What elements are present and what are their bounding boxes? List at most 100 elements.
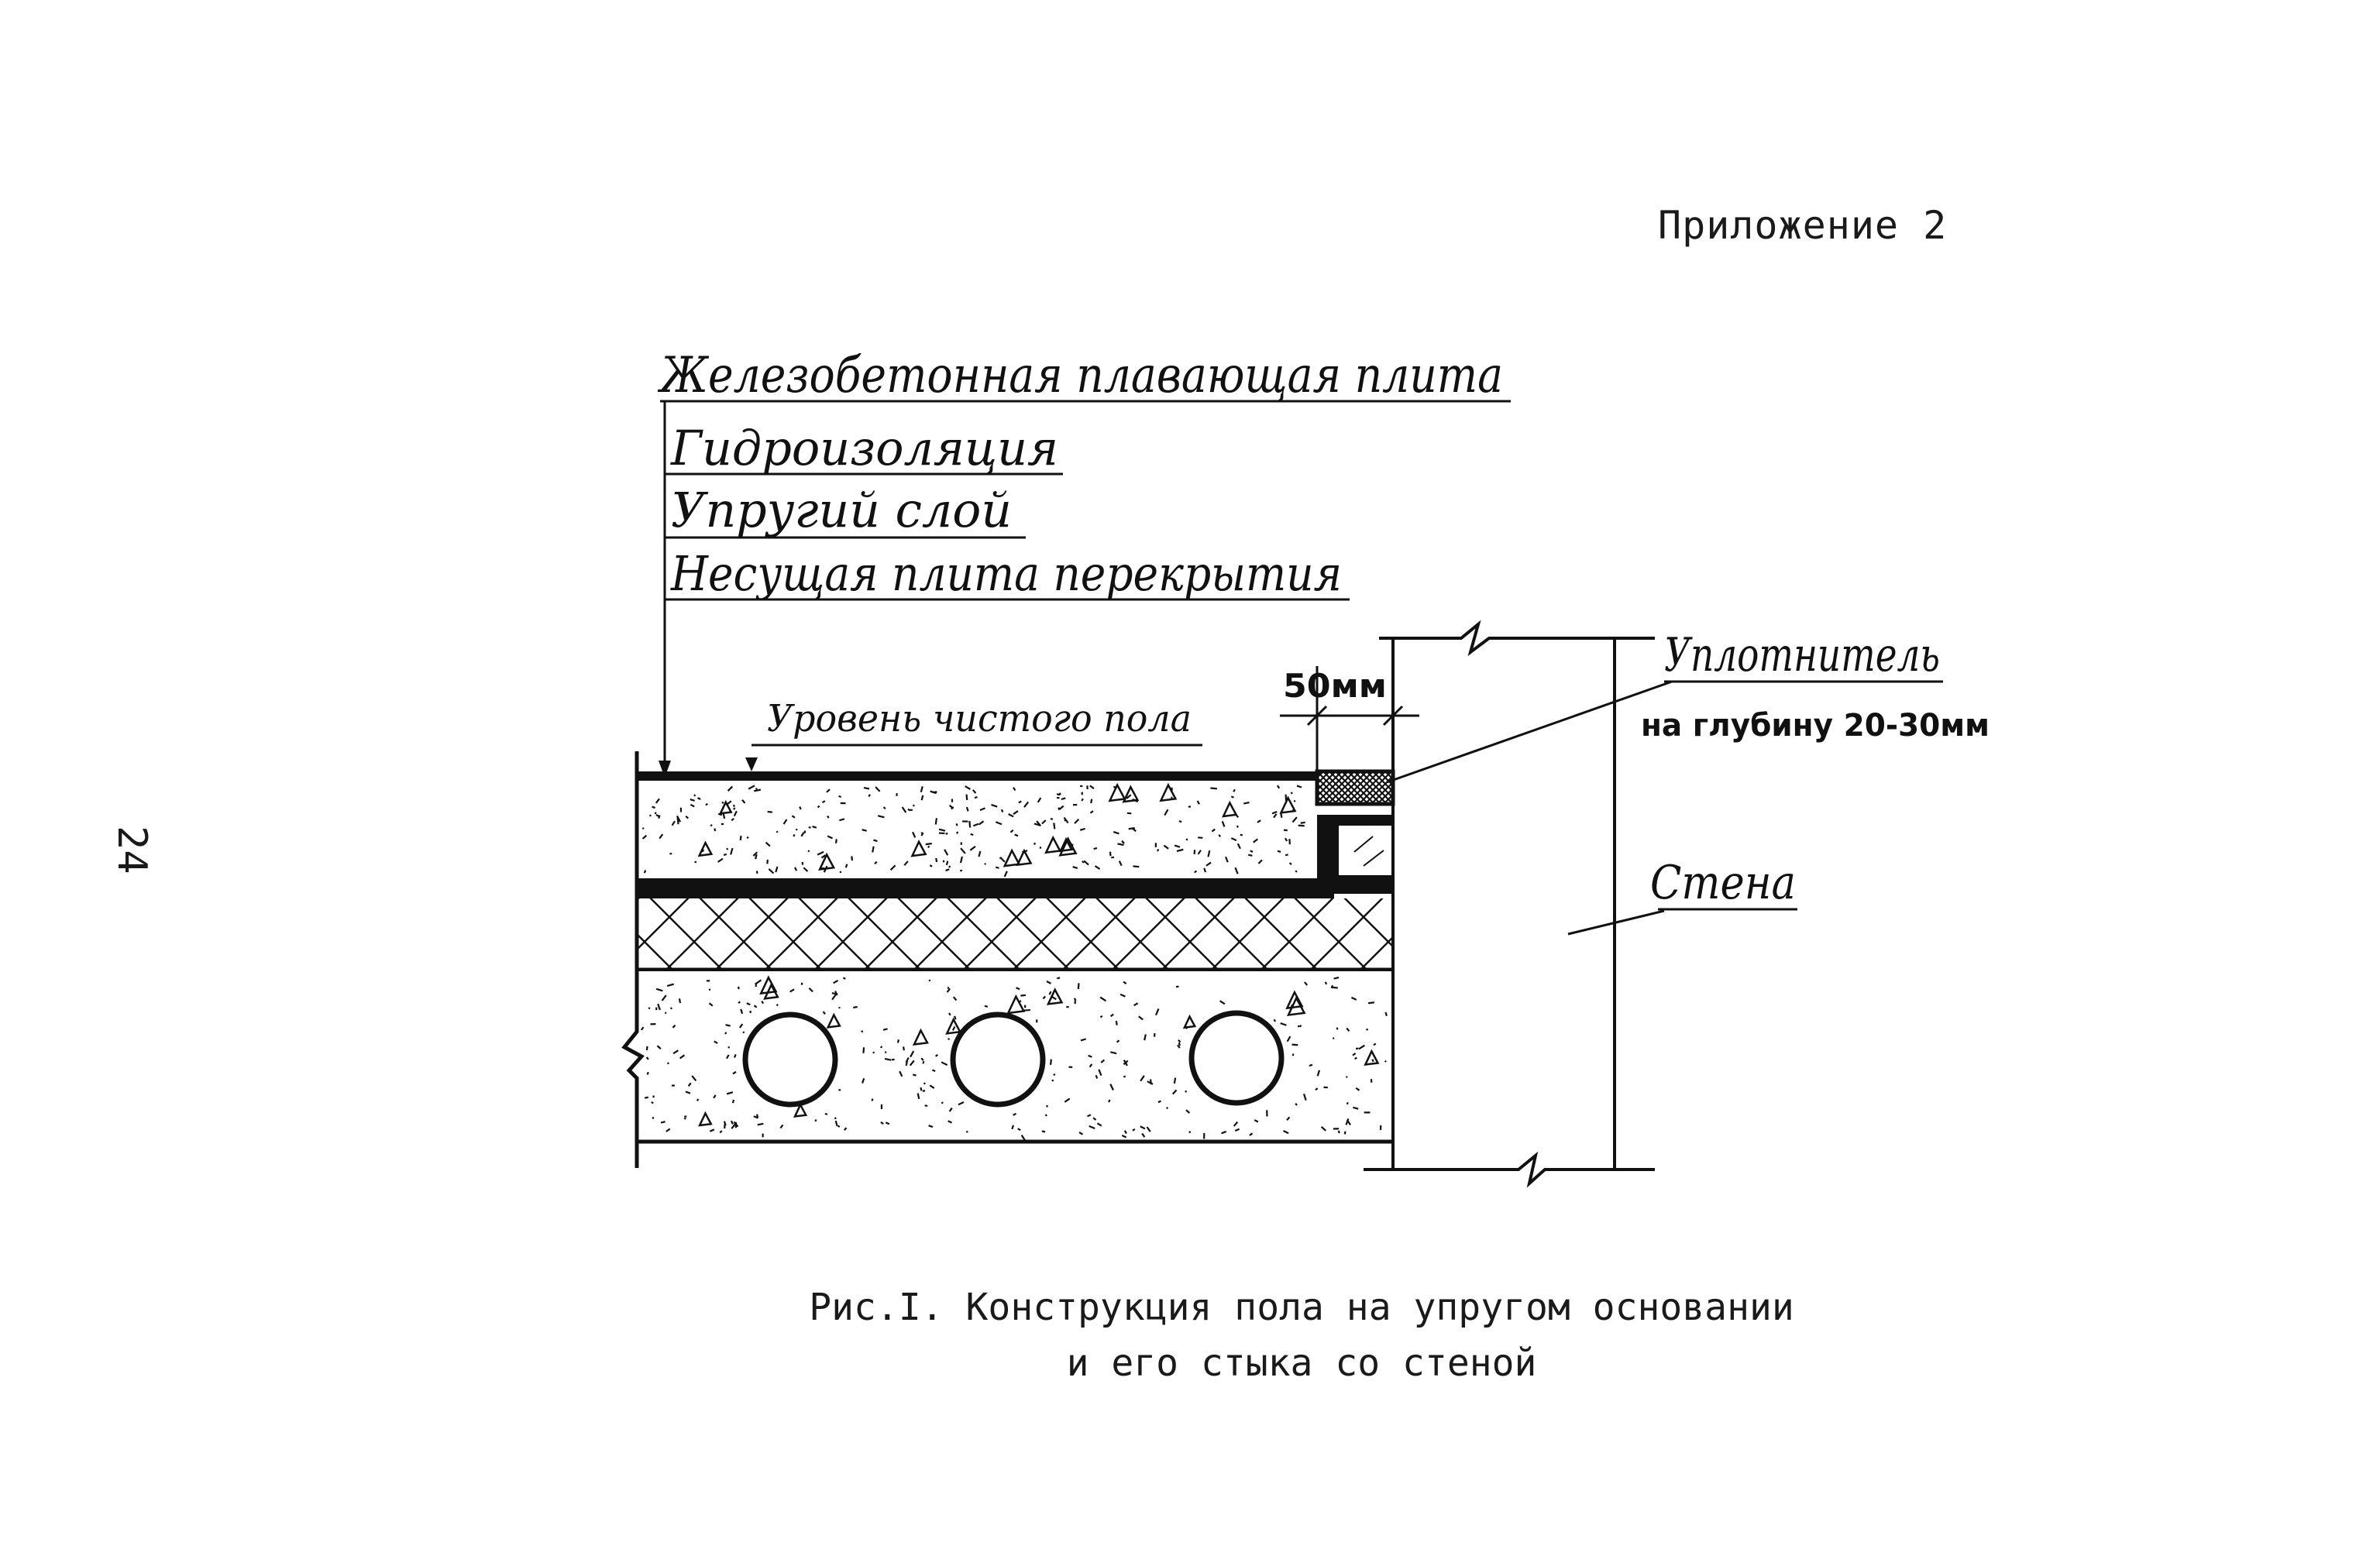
aggregate-speck <box>821 800 826 804</box>
aggregate-speck <box>1058 792 1061 795</box>
aggregate-speck <box>1072 866 1078 870</box>
aggregate-speck <box>970 833 974 836</box>
aggregate-speck <box>1337 1130 1340 1134</box>
aggregate-speck <box>903 1046 905 1051</box>
aggregate-speck <box>1373 1042 1377 1046</box>
aggregate-speck <box>741 799 746 804</box>
aggregate-speck <box>969 845 976 851</box>
aggregate-speck <box>1320 1125 1326 1132</box>
aggregate-speck <box>782 819 788 825</box>
aggregate-speck <box>1123 1075 1126 1078</box>
aggregate-speck <box>912 1073 917 1077</box>
aggregate-speck <box>953 1015 957 1020</box>
aggregate-speck <box>731 818 734 822</box>
aggregate-speck <box>844 864 848 868</box>
aggregate-speck <box>1081 798 1084 802</box>
hollow-core-1 <box>742 1012 838 1108</box>
aggregate-speck <box>1293 799 1296 802</box>
aggregate-speck <box>1000 809 1004 812</box>
aggregate-speck <box>640 1026 645 1031</box>
aggregate-speck <box>696 1098 700 1101</box>
label-bearing-slab: Несущая плита перекрытия <box>670 545 1342 602</box>
label-sealant-depth: на глубину 20-30мм <box>1641 708 1990 744</box>
aggregate-speck <box>1225 856 1229 863</box>
aggregate-speck <box>1176 848 1184 853</box>
aggregate-speck <box>871 1098 874 1101</box>
aggregate-speck <box>1324 981 1328 985</box>
aggregate-speck <box>753 1005 758 1008</box>
aggregate-stone <box>1122 785 1140 803</box>
aggregate-speck <box>1109 1013 1114 1018</box>
floating-slab-aggregate <box>641 782 1305 878</box>
aggregate-speck <box>1234 1128 1240 1132</box>
aggregate-speck <box>929 1084 935 1089</box>
aggregate-speck <box>1046 981 1051 984</box>
aggregate-speck <box>656 1045 662 1049</box>
aggregate-speck <box>730 1120 734 1125</box>
sealant-leader <box>1386 680 1673 784</box>
aggregate-speck <box>708 988 711 991</box>
aggregate-speck <box>1092 1117 1097 1121</box>
aggregate-speck <box>1304 981 1309 986</box>
corner-diagonal-2 <box>1363 850 1384 867</box>
aggregate-speck <box>889 864 896 871</box>
aggregate-speck <box>1119 993 1126 998</box>
aggregate-speck <box>938 828 946 832</box>
aggregate-speck <box>1249 1132 1254 1136</box>
aggregate-speck <box>880 1121 884 1125</box>
aggregate-speck <box>755 788 758 790</box>
aggregate-speck <box>1236 825 1239 828</box>
aggregate-speck <box>1283 829 1288 832</box>
aggregate-speck <box>1128 827 1135 830</box>
aggregate-speck <box>920 1087 923 1091</box>
aggregate-speck <box>652 805 655 809</box>
aggregate-stone <box>1016 848 1033 867</box>
aggregate-speck <box>755 854 758 860</box>
aggregate-speck <box>965 794 968 801</box>
aggregate-speck <box>1355 1087 1360 1091</box>
aggregate-speck <box>1178 1039 1181 1043</box>
aggregate-speck <box>1018 800 1022 804</box>
aggregate-speck <box>1295 1103 1298 1106</box>
aggregate-speck <box>925 843 932 846</box>
aggregate-speck <box>666 983 675 988</box>
aggregate-speck <box>984 1005 989 1008</box>
aggregate-speck <box>1219 1000 1226 1005</box>
aggregate-speck <box>1013 810 1019 816</box>
aggregate-speck <box>1164 809 1169 816</box>
aggregate-speck <box>1354 1056 1357 1060</box>
aggregate-speck <box>708 1002 714 1007</box>
aggregate-stone <box>1279 795 1297 814</box>
hollow-core-3 <box>1188 1010 1285 1106</box>
bottom-waterproofing <box>637 878 1334 898</box>
aggregate-speck <box>1302 1093 1307 1101</box>
aggregate-speck <box>1273 1018 1277 1022</box>
aggregate-stone <box>826 1012 841 1029</box>
aggregate-speck <box>1257 819 1261 823</box>
aggregate-speck <box>757 1122 764 1126</box>
aggregate-speck <box>1141 1132 1146 1138</box>
aggregate-speck <box>965 785 971 790</box>
aggregate-speck <box>1198 836 1203 839</box>
aggregate-speck <box>655 988 663 992</box>
gap-dim-tick-left <box>1306 705 1328 726</box>
aggregate-speck <box>1126 794 1132 799</box>
aggregate-speck <box>1203 867 1207 873</box>
aggregate-speck <box>1171 1089 1178 1095</box>
caption-line-1: Рис.I. Конструкция пола на упругом основ… <box>809 1286 1794 1329</box>
aggregate-stone <box>697 840 714 857</box>
aggregate-speck <box>754 788 762 792</box>
aggregate-speck <box>1291 816 1298 823</box>
gap-dimension <box>1280 666 1419 771</box>
aggregate-speck <box>1013 787 1016 792</box>
corner-fill <box>1339 827 1393 875</box>
aggregate-speck <box>1020 1134 1026 1141</box>
aggregate-speck <box>951 1025 956 1031</box>
aggregate-speck <box>1140 1075 1145 1082</box>
aggregate-speck <box>960 847 966 854</box>
corner-diagonal-1 <box>1353 836 1374 853</box>
aggregate-speck <box>655 814 661 818</box>
aggregate-speck <box>726 1091 734 1095</box>
aggregate-speck <box>1121 1134 1127 1139</box>
aggregate-speck <box>664 1012 667 1015</box>
